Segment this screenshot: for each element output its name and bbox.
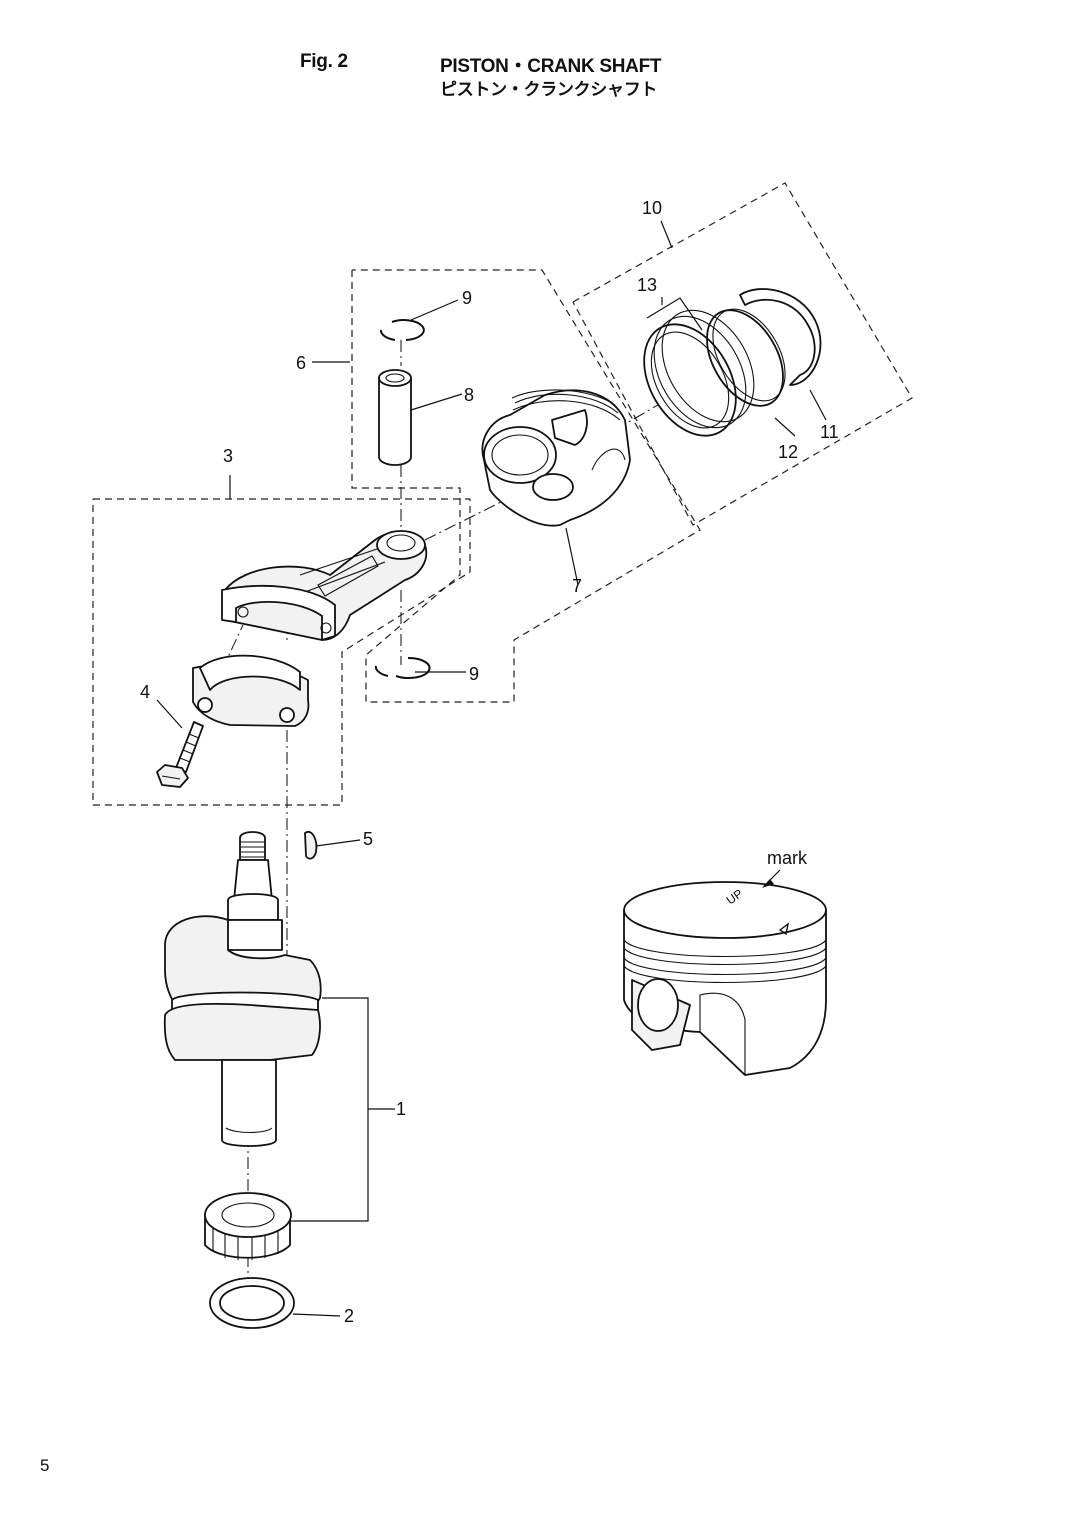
callout-12: 12: [778, 442, 798, 462]
callout-9-lower: 9: [469, 664, 479, 684]
callout-7: 7: [572, 576, 582, 596]
callout-8: 8: [464, 385, 474, 405]
top-compression-ring: [739, 288, 822, 386]
callout-2: 2: [344, 1306, 354, 1326]
group-box-piston-assembly: [351, 269, 701, 703]
callout-4: 4: [140, 682, 150, 702]
callout-5: 5: [363, 829, 373, 849]
callout-6: 6: [296, 353, 306, 373]
callout-9-upper: 9: [462, 288, 472, 308]
connecting-rod-cap: [192, 654, 310, 727]
page-number: 5: [40, 1456, 50, 1475]
callout-1: 1: [396, 1099, 406, 1119]
thrust-washer: [209, 1277, 295, 1329]
callout-3: 3: [223, 446, 233, 466]
crankshaft-timing-gear: [204, 1192, 292, 1260]
page-title: PISTON・CRANK SHAFT: [440, 56, 662, 77]
page-title-japanese: ピストン・クランクシャフト: [440, 80, 658, 100]
callout-13: 13: [637, 275, 657, 295]
callout-11: 11: [820, 422, 839, 442]
crankshaft: [163, 831, 322, 1147]
piston: [481, 389, 631, 527]
oil-control-ring: [643, 309, 755, 437]
piston-orientation-detail: [623, 881, 827, 1076]
second-compression-ring: [706, 308, 786, 407]
group-box-connecting-rod: [92, 498, 471, 806]
group-box-piston-rings: [572, 182, 913, 526]
woodruff-key: [304, 830, 318, 860]
mark-arrowhead: [762, 879, 774, 888]
circlip-upper: [380, 319, 425, 341]
circlip-lower: [374, 656, 431, 679]
callout-10: 10: [642, 198, 662, 218]
connecting-rod-bolt: [156, 721, 204, 788]
mark-label: mark: [767, 848, 808, 868]
piston-pin: [378, 369, 412, 466]
leader-lines: [156, 220, 827, 1317]
connecting-rod: [221, 530, 428, 641]
figure-number: Fig. 2: [300, 51, 348, 72]
